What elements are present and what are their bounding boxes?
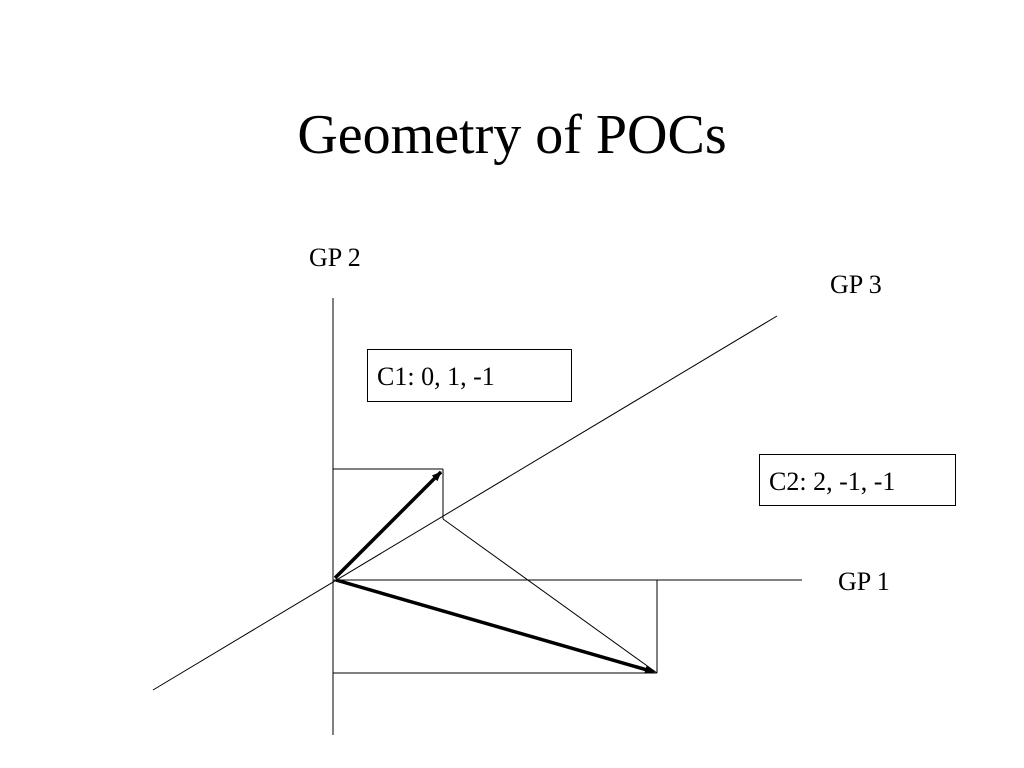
- c1-vector-arrow: [333, 470, 443, 580]
- c1-contrast-box: C1: 0, 1, -1: [367, 349, 572, 402]
- c2-vector-arrow: [335, 578, 655, 674]
- gp2-axis-label: GP 2: [309, 243, 361, 272]
- c1-contrast-label: C1: 0, 1, -1: [377, 362, 495, 391]
- slide-title: Geometry of POCs: [297, 104, 727, 166]
- gp3-axis-label: GP 3: [830, 270, 882, 299]
- c2-contrast-label: C2: 2, -1, -1: [769, 467, 896, 496]
- gp3-axis-line: [152, 315, 778, 691]
- c1-c2-connector: [442, 518, 658, 674]
- gp1-axis-label: GP 1: [838, 567, 890, 596]
- c2-contrast-box: C2: 2, -1, -1: [759, 454, 956, 506]
